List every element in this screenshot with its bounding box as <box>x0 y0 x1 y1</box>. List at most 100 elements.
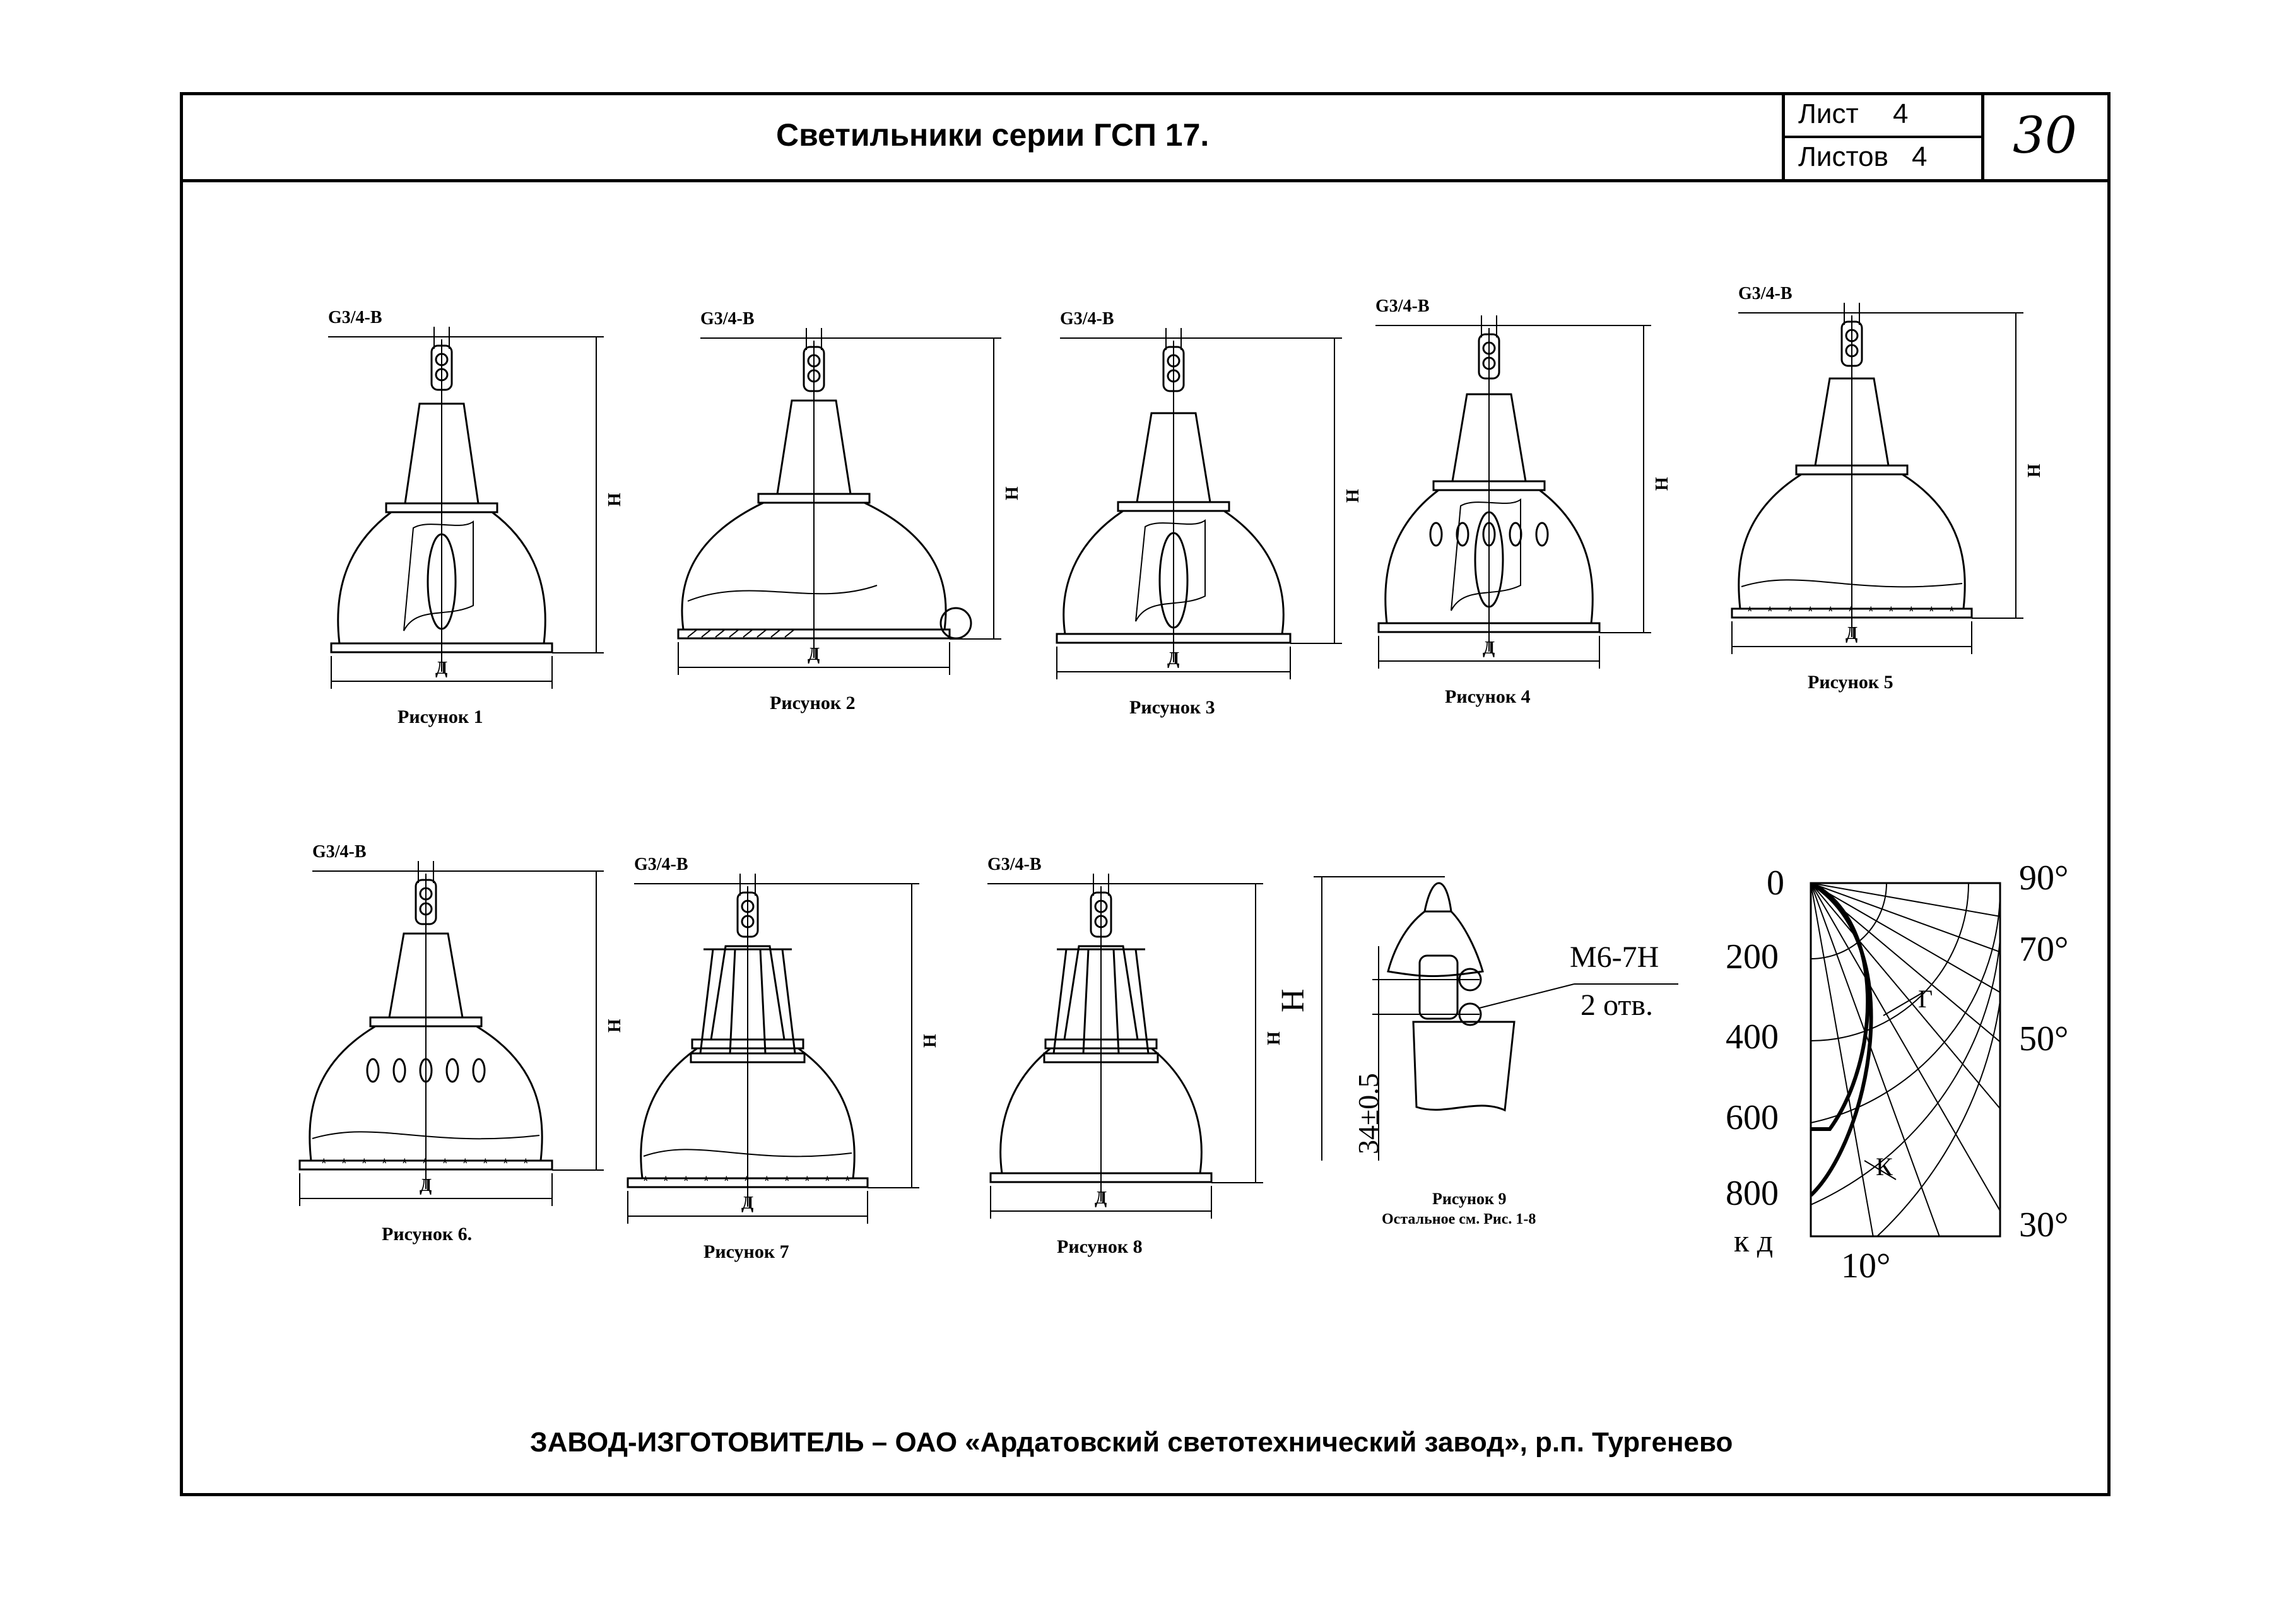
svg-text:*: * <box>483 1156 488 1171</box>
offset-dimension: 34±0.5 <box>1352 1073 1384 1154</box>
thread-label: G3/4-B <box>1060 309 1114 329</box>
figure-caption: Рисунок 7 <box>704 1241 789 1262</box>
thread-label: G3/4-B <box>987 855 1042 874</box>
figure-caption: Рисунок 5 <box>1808 672 1893 693</box>
svg-text:*: * <box>663 1173 669 1189</box>
svg-text:*: * <box>724 1173 729 1189</box>
figure9-clamp-detail <box>1314 876 1678 1161</box>
svg-text:*: * <box>462 1156 468 1171</box>
svg-text:*: * <box>683 1173 689 1189</box>
thread-m6-label: M6-7H <box>1570 940 1659 974</box>
svg-text:*: * <box>764 1173 770 1189</box>
svg-text:*: * <box>784 1173 790 1189</box>
height-label: H <box>605 1018 625 1033</box>
figure-caption: Рисунок 2 <box>770 693 856 713</box>
figure-caption: Рисунок 6. <box>382 1224 473 1245</box>
polar-frame <box>1810 882 2001 1238</box>
figure-caption: Рисунок 3 <box>1129 697 1215 718</box>
polar-angle-10: 10° <box>1841 1246 1891 1286</box>
svg-text:*: * <box>704 1173 709 1189</box>
svg-text:*: * <box>804 1173 810 1189</box>
polar-tick-800: 800 <box>1726 1174 1779 1213</box>
sheet-frame <box>180 92 2111 1496</box>
thread-label: G3/4-B <box>312 842 367 862</box>
polar-angle-90: 90° <box>2019 858 2069 898</box>
svg-text:*: * <box>825 1173 830 1189</box>
height-label: H <box>1264 1031 1284 1045</box>
polar-unit: к д <box>1734 1223 1774 1258</box>
diameter-label: Д <box>1483 638 1495 658</box>
polar-diagram <box>1811 883 2000 1236</box>
page-number: 30 <box>2013 106 2077 165</box>
svg-text:*: * <box>845 1173 851 1189</box>
svg-text:*: * <box>1747 604 1753 619</box>
figure-caption: Рисунок 8 <box>1057 1236 1143 1257</box>
height-label: H <box>2025 463 2044 477</box>
diameter-label: Д <box>1095 1188 1107 1208</box>
height-label: H <box>1343 488 1363 503</box>
svg-text:*: * <box>1808 604 1813 619</box>
figure-caption: Рисунок 1 <box>397 706 483 727</box>
diameter-label: Д <box>808 645 820 664</box>
figure9-caption: Рисунок 9 <box>1432 1190 1507 1208</box>
svg-text:*: * <box>341 1156 347 1171</box>
svg-text:*: * <box>744 1173 750 1189</box>
document-title: Светильники серии ГСП 17. <box>776 117 1210 153</box>
polar-tick-600: 600 <box>1726 1098 1779 1137</box>
holes-label: 2 отв. <box>1581 988 1654 1022</box>
svg-text:*: * <box>503 1156 509 1171</box>
height-label: H <box>1003 486 1022 500</box>
sheets-value: 4 <box>1912 141 1928 172</box>
figure-caption: Рисунок 4 <box>1445 686 1531 707</box>
thread-label: G3/4-B <box>328 308 382 327</box>
svg-text:*: * <box>402 1156 408 1171</box>
svg-text:*: * <box>1848 604 1854 619</box>
manufacturer-footer: ЗАВОД-ИЗГОТОВИТЕЛЬ – ОАО «Ардатовский св… <box>530 1427 1733 1458</box>
sheet-box-divider <box>1782 136 1984 138</box>
diameter-label: Д <box>435 659 448 678</box>
polar-tick-400: 400 <box>1726 1017 1779 1057</box>
height-label: H <box>605 493 625 507</box>
thread-label: G3/4-B <box>1738 284 1793 303</box>
svg-text:*: * <box>1909 604 1914 619</box>
svg-text:*: * <box>382 1156 387 1171</box>
svg-text:*: * <box>442 1156 448 1171</box>
polar-tick-0: 0 <box>1767 864 1784 903</box>
lamp-figure-7: *********** <box>627 874 919 1224</box>
thread-label: G3/4-B <box>634 855 688 874</box>
height-label: H <box>921 1033 940 1048</box>
lamp-figure-8 <box>987 874 1263 1219</box>
polar-angle-50: 50° <box>2019 1019 2069 1058</box>
polar-angle-30: 30° <box>2019 1205 2069 1245</box>
diameter-label: Д <box>420 1176 432 1195</box>
svg-text:*: * <box>1787 604 1793 619</box>
svg-text:*: * <box>1868 604 1874 619</box>
thread-label: G3/4-B <box>1375 296 1430 316</box>
diameter-label: Д <box>1167 649 1180 669</box>
svg-text:*: * <box>422 1156 428 1171</box>
curve-label-g: Г <box>1918 985 1933 1013</box>
thread-label: G3/4-B <box>700 309 755 329</box>
sheet-value: 4 <box>1893 98 1909 129</box>
sheet-label: Лист <box>1798 98 1859 129</box>
polar-tick-200: 200 <box>1726 937 1779 976</box>
lamp-figure-4 <box>1375 315 1651 669</box>
svg-text:*: * <box>321 1156 327 1171</box>
curve-label-k: К <box>1876 1152 1893 1181</box>
svg-text:*: * <box>1888 604 1894 619</box>
lamp-figure-2 <box>677 328 1001 675</box>
lamp-figure-1 <box>328 327 604 689</box>
lamp-figure-5: *********** <box>1731 303 2023 654</box>
svg-text:*: * <box>1828 604 1834 619</box>
lamp-figure-3 <box>1056 328 1342 679</box>
svg-text:*: * <box>523 1156 529 1171</box>
height-label: H <box>1652 477 1672 491</box>
diameter-label: Д <box>741 1193 754 1213</box>
title-row-divider <box>180 179 2111 182</box>
polar-angle-70: 70° <box>2019 930 2069 969</box>
figure9-note: Остальное см. Рис. 1-8 <box>1382 1211 1536 1227</box>
svg-text:*: * <box>362 1156 367 1171</box>
sheets-label: Листов <box>1798 141 1888 172</box>
svg-text:*: * <box>1929 604 1934 619</box>
